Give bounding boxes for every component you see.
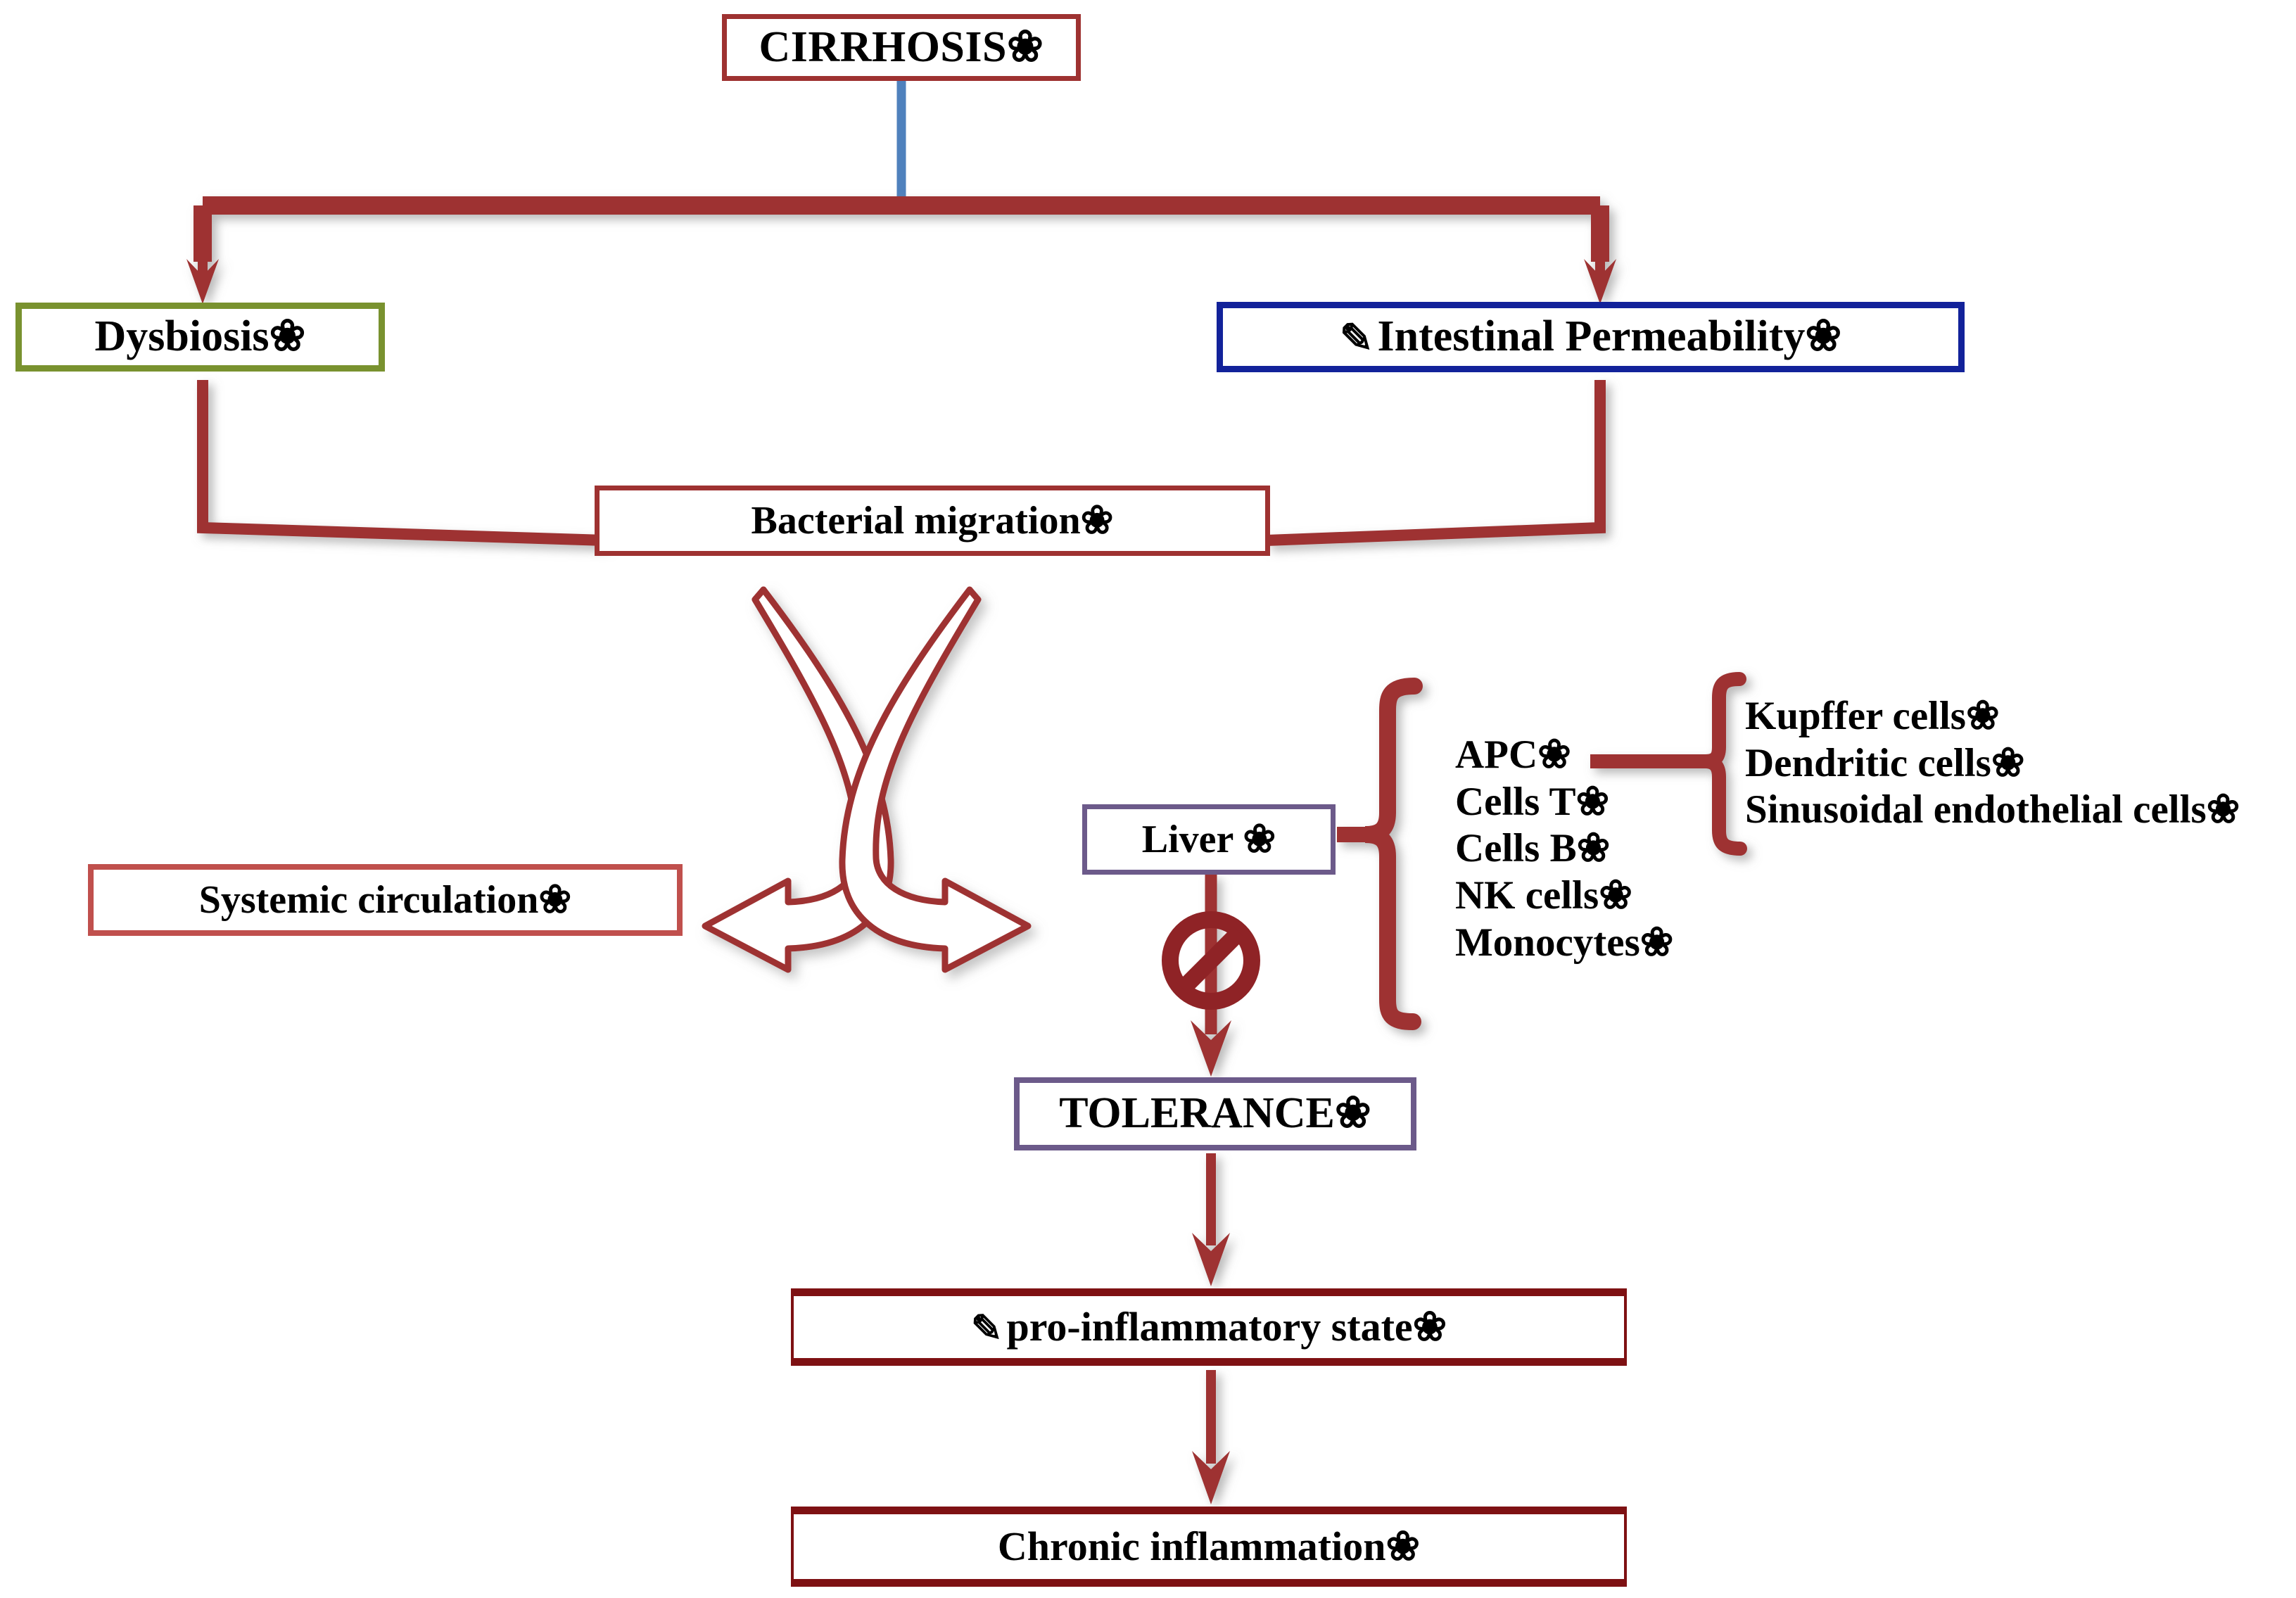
proinflam-to-chronic-connector (1192, 1370, 1230, 1504)
list-item: Dendritic cells❀ (1745, 740, 2025, 785)
node-pro-inflammatory-state-label: pro-inflammatory state❀ (1006, 1303, 1447, 1350)
list-item: Cells T❀ (1455, 779, 1610, 824)
list-item: Cells B❀ (1455, 826, 1611, 871)
node-liver[interactable]: Liver ❀ (1082, 804, 1336, 875)
list-item: Sinusoidal endothelial cells❀ (1745, 787, 2240, 832)
node-chronic-inflammation-label: Chronic inflammation❀ (997, 1523, 1421, 1569)
node-tolerance-label: TOLERANCE❀ (1059, 1089, 1371, 1138)
node-cirrhosis[interactable]: CIRRHOSIS❀ (722, 14, 1081, 81)
dysbiosis-to-bacterial-connector (197, 380, 606, 546)
list-item: Monocytes❀ (1455, 920, 1674, 965)
node-liver-label: Liver ❀ (1141, 817, 1276, 861)
list-item: APC❀ (1455, 733, 1571, 777)
node-dysbiosis-label: Dysbiosis❀ (94, 312, 306, 361)
node-intestinal-permeability[interactable]: ✎Intestinal Permeability❀ (1217, 302, 1965, 372)
pencil-icon: ✎ (970, 1307, 1003, 1350)
list-item: NK cells❀ (1455, 873, 1632, 918)
apc-types-list: Kupffer cells❀ Dendritic cells❀ Sinusoid… (1745, 693, 2240, 834)
node-bacterial-migration-label: Bacterial migration❀ (751, 498, 1114, 543)
node-bacterial-migration[interactable]: Bacterial migration❀ (595, 486, 1270, 556)
immune-cells-list: APC❀ Cells T❀ Cells B❀ NK cells❀ Monocyt… (1455, 732, 1674, 966)
liver-to-tolerance-connector (1191, 875, 1231, 1077)
node-systemic-circulation-label: Systemic circulation❀ (198, 877, 572, 922)
node-pro-inflammatory-state-content: ✎pro-inflammatory state❀ (970, 1303, 1447, 1350)
node-systemic-circulation[interactable]: Systemic circulation❀ (88, 864, 683, 936)
permeability-to-bacterial-connector (1266, 380, 1606, 546)
pencil-icon: ✎ (1339, 316, 1374, 361)
list-item: Kupffer cells❀ (1745, 694, 2000, 738)
node-intestinal-permeability-label: Intestinal Permeability❀ (1377, 312, 1842, 361)
node-tolerance[interactable]: TOLERANCE❀ (1014, 1077, 1416, 1150)
no-entry-icon (1162, 911, 1260, 1010)
node-intestinal-permeability-content: ✎Intestinal Permeability❀ (1340, 314, 1842, 360)
node-pro-inflammatory-state[interactable]: ✎pro-inflammatory state❀ (791, 1288, 1627, 1366)
immune-cells-brace (1337, 678, 1423, 1030)
node-dysbiosis[interactable]: Dysbiosis❀ (15, 303, 385, 372)
tolerance-to-proinflam-connector (1192, 1153, 1230, 1286)
node-cirrhosis-label: CIRRHOSIS❀ (759, 23, 1044, 71)
node-chronic-inflammation[interactable]: Chronic inflammation❀ (791, 1507, 1627, 1587)
split-curved-arrows (702, 586, 1032, 973)
cirrhosis-branch-connector (186, 196, 1616, 304)
